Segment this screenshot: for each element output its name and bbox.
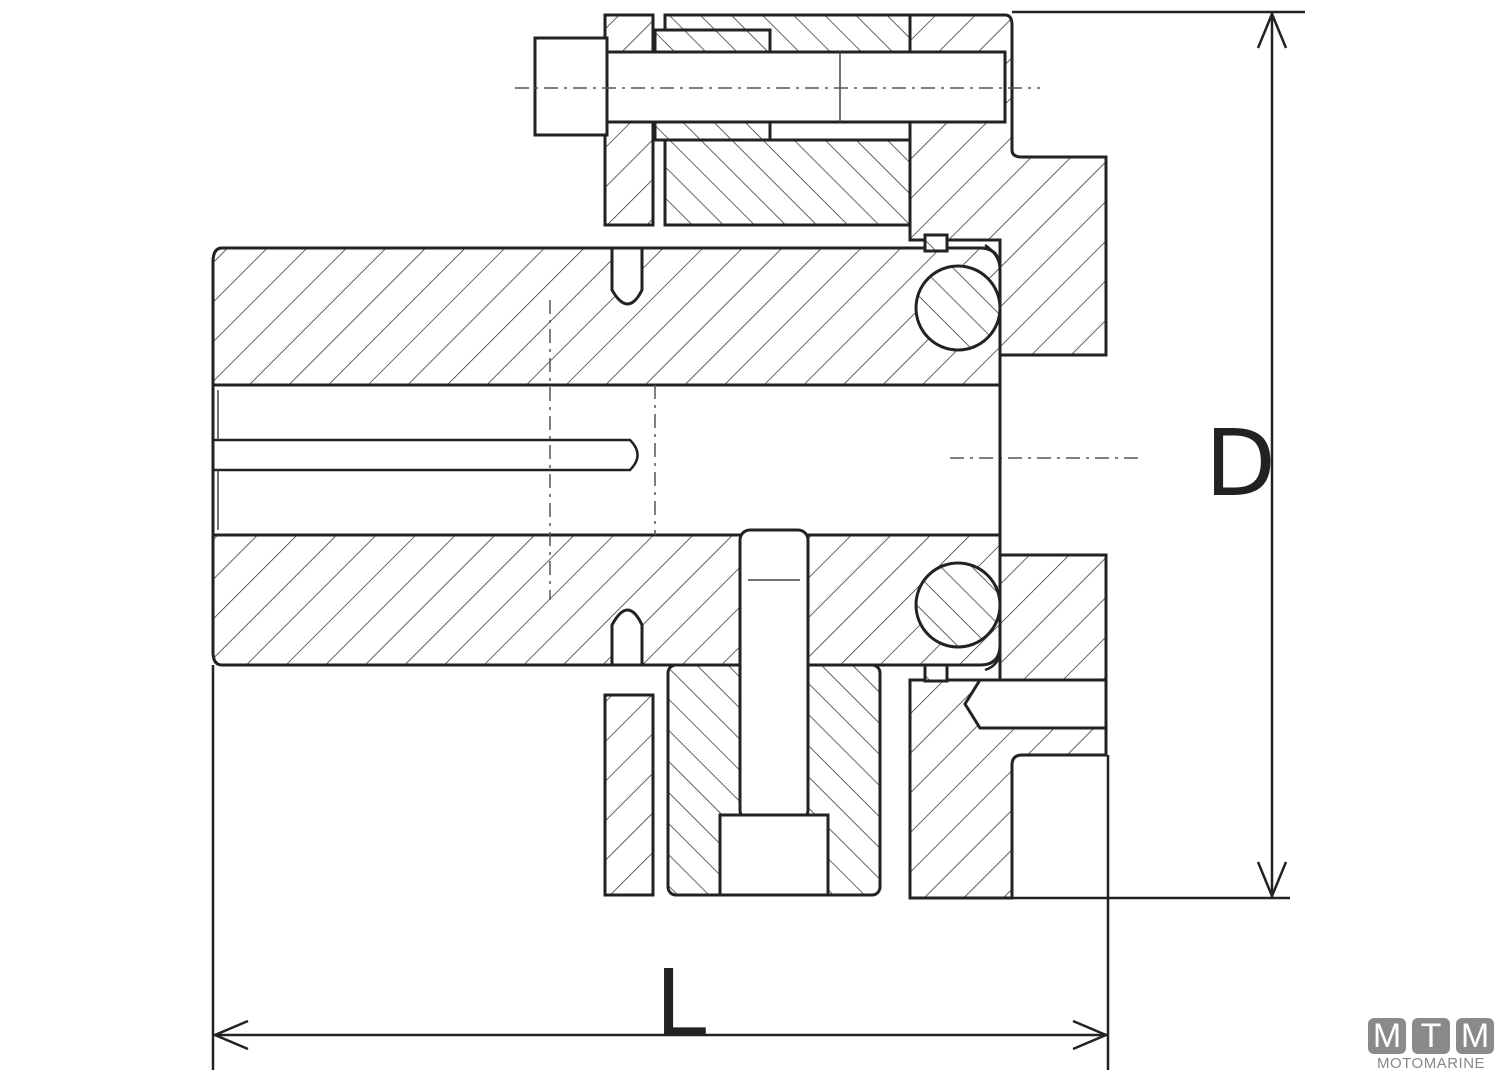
- logo-letter: M: [1456, 1017, 1494, 1055]
- top-bolt-shank: [605, 50, 1007, 124]
- o-ring-top: [914, 264, 1002, 352]
- logo-brand: MOTOMARINE: [1376, 1055, 1486, 1072]
- clamp-ring-bottom: [603, 693, 655, 897]
- o-ring-bottom: [914, 561, 1002, 649]
- elastic-block-top: [663, 138, 912, 227]
- bottom-screw-head: [718, 813, 830, 897]
- dimension-l: [211, 665, 1110, 1070]
- hub-upper: [211, 246, 1002, 387]
- logo-letter: M: [1368, 1017, 1406, 1055]
- motomarine-logo: M T M MOTOMARINE: [1368, 1017, 1494, 1072]
- dimension-l-label: L: [655, 950, 706, 1057]
- right-flange: [908, 13, 1108, 900]
- top-bolt-head: [533, 36, 609, 137]
- hub-lower: [211, 533, 1002, 667]
- dimension-d-label: D: [1205, 410, 1276, 517]
- dimension-d: [1012, 10, 1305, 900]
- keyway: [213, 438, 639, 472]
- bottom-screw-shank: [738, 528, 810, 822]
- bore: [211, 383, 1002, 537]
- logo-letter: T: [1412, 1017, 1450, 1055]
